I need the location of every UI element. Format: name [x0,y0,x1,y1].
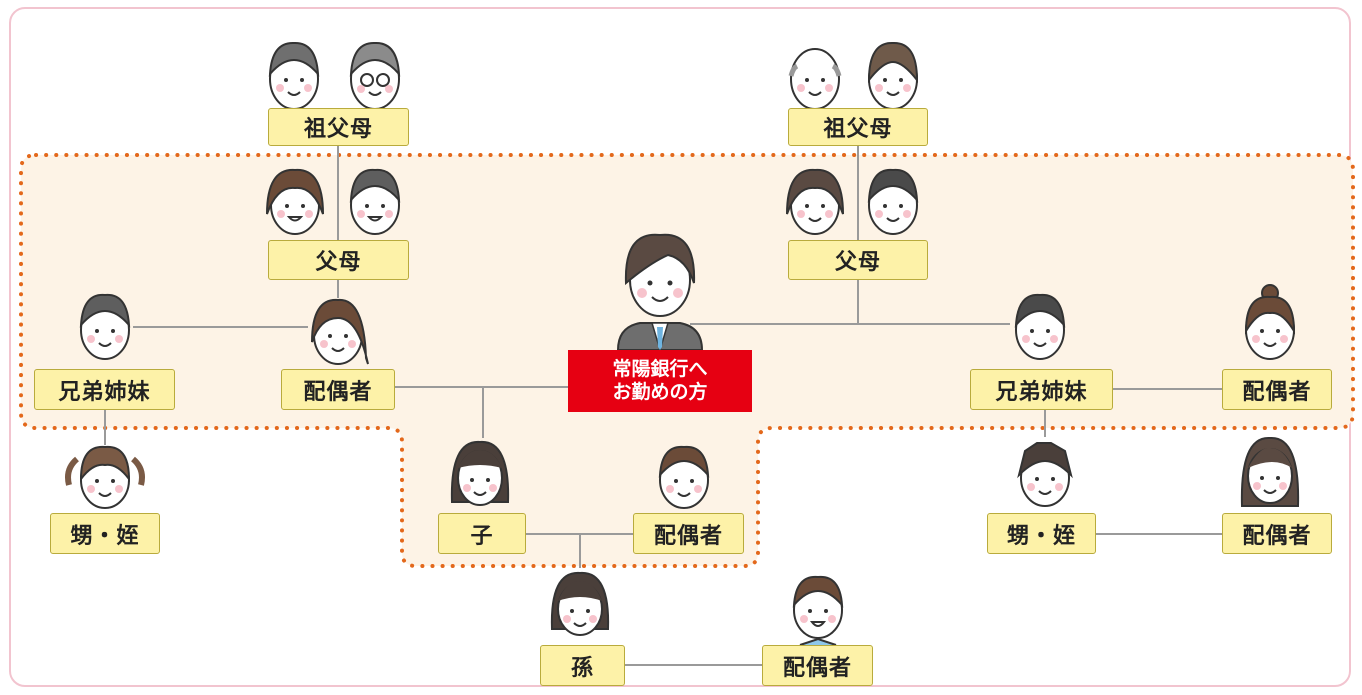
node-label: 配偶者 [782,655,852,681]
node-child-spouse: 配偶者 [633,513,744,554]
self-employee-box: 常陽銀行へ お勤めの方 [568,350,752,412]
nephew-portrait-icon [1017,442,1073,507]
node-child: 子 [438,513,526,554]
node-sibling-left: 兄弟姉妹 [34,369,175,410]
mother-left-portrait-icon [266,168,324,235]
node-label: 配偶者 [1242,523,1312,549]
node-label: 祖父母 [303,117,373,142]
node-parents-left: 父母 [268,240,409,280]
node-spouse: 配偶者 [281,369,395,410]
node-label: 兄弟姉妹 [995,379,1088,405]
node-nephew-niece-right: 甥・姪 [987,513,1096,554]
node-grandparents-left: 祖父母 [268,108,409,146]
son-in-law-portrait-icon [658,445,710,509]
node-label: 父母 [834,250,881,275]
node-label: 配偶者 [303,379,373,405]
sibling-spouse-portrait-icon [1244,284,1296,360]
node-nephew-spouse-right: 配偶者 [1222,513,1332,554]
node-label: 子 [470,523,494,549]
niece-portrait-icon [65,445,145,509]
grandpa-right-portrait-icon [788,48,842,110]
node-nephew-niece-left: 甥・姪 [50,513,160,554]
grandma-right-portrait-icon [867,41,919,110]
node-parents-right: 父母 [788,240,928,280]
self-label-line2: お勤めの方 [612,381,708,403]
nephew-spouse-portrait-icon [1240,436,1300,507]
node-sibling-spouse-right: 配偶者 [1222,369,1332,410]
sibling-left-portrait-icon [79,293,131,360]
grandchild-portrait-icon [550,571,610,636]
node-label: 祖父母 [823,117,893,142]
node-label: 孫 [570,655,594,681]
node-label: 甥・姪 [1006,523,1076,549]
self-label-line1: 常陽銀行へ [612,358,708,380]
connector-lines [104,145,1222,666]
node-label: 兄弟姉妹 [58,379,151,405]
father-left-portrait-icon [349,168,401,235]
node-grandchild: 孫 [540,645,625,686]
daughter-portrait-icon [450,440,510,506]
wife-portrait-icon [311,298,369,365]
node-label: 父母 [315,250,362,275]
sibling-right-portrait-icon [1014,293,1066,360]
grandma-left-portrait-icon [349,41,401,110]
mother-right-portrait-icon [786,168,844,235]
node-grandparents-right: 祖父母 [788,108,928,146]
node-label: 甥・姪 [70,523,140,549]
node-label: 配偶者 [653,523,723,549]
node-grandchild-spouse: 配偶者 [762,645,873,686]
father-right-portrait-icon [867,168,919,235]
businessman-portrait-icon [616,233,704,353]
node-sibling-right: 兄弟姉妹 [970,369,1113,410]
grandpa-left-portrait-icon [268,41,320,110]
node-label: 配偶者 [1242,379,1312,405]
grandchild-spouse-portrait-icon [792,575,844,646]
